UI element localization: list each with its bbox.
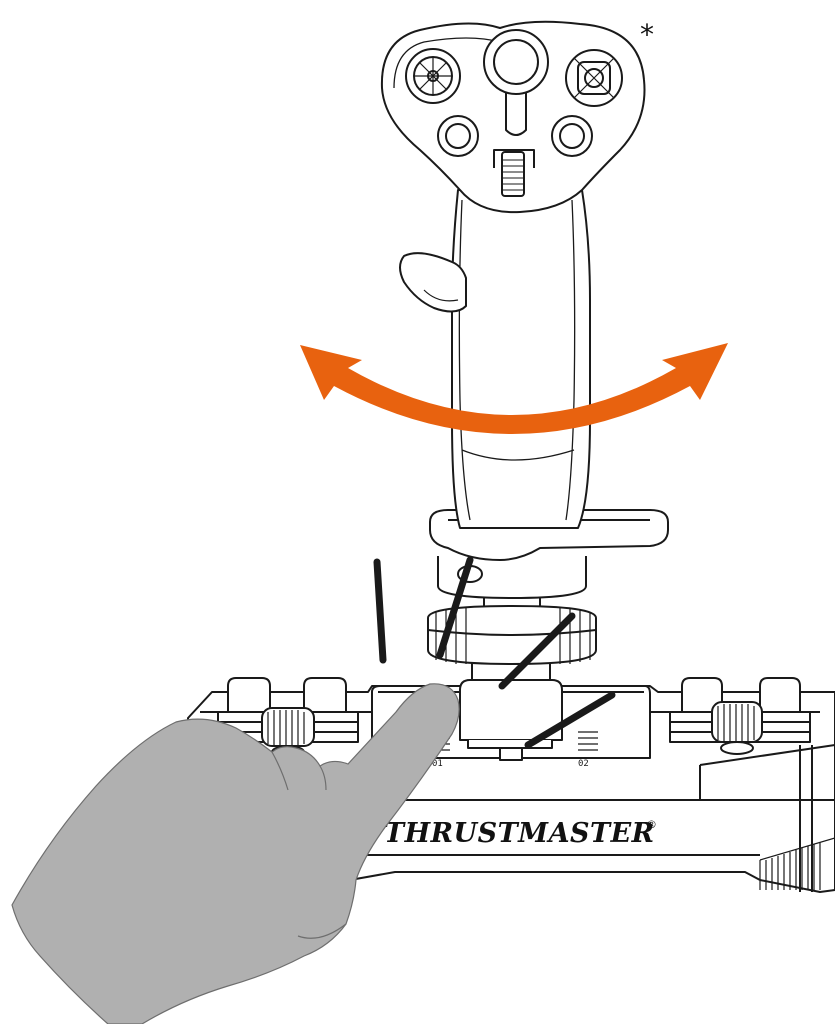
brand-trademark: ® (646, 818, 657, 831)
button-lower-left[interactable] (438, 116, 478, 156)
footnote-asterisk: * (640, 18, 654, 51)
base-label-right: 02 (578, 759, 589, 769)
brand-logo: THRUSTMASTER (384, 818, 655, 849)
hat-switch-right[interactable] (566, 50, 622, 106)
joystick-handle[interactable] (382, 22, 668, 560)
button-lower-right[interactable] (552, 116, 592, 156)
hat-switch-left[interactable] (406, 49, 460, 103)
